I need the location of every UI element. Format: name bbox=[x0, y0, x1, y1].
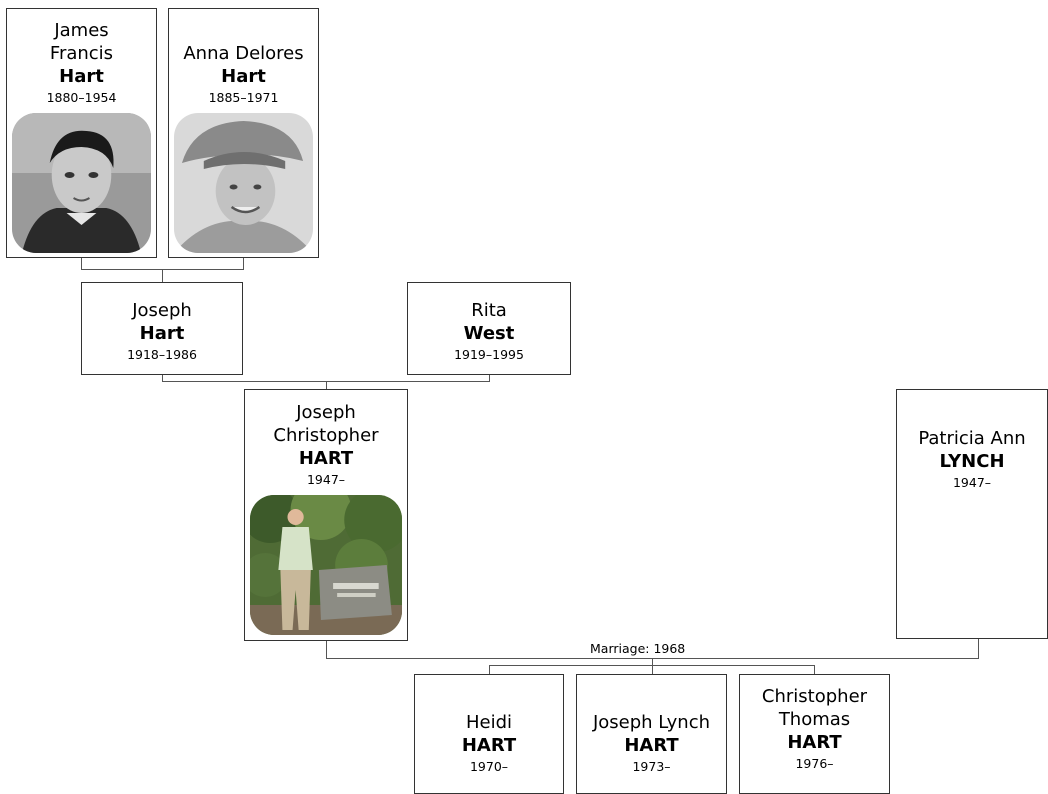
connector-line bbox=[326, 381, 327, 390]
life-years: 1970– bbox=[469, 759, 509, 774]
connector-line bbox=[489, 374, 490, 382]
portrait-photo bbox=[12, 113, 151, 253]
connector-line bbox=[162, 269, 163, 283]
life-years: 1947– bbox=[952, 475, 992, 490]
given-name: Joseph Christopher bbox=[273, 402, 379, 446]
surname: West bbox=[463, 323, 515, 344]
connector-line bbox=[652, 658, 653, 666]
given-name: Patricia Ann bbox=[918, 428, 1026, 449]
person-card-joseph-christopher-hart[interactable]: Joseph Christopher HART 1947– bbox=[244, 389, 408, 641]
given-name: Joseph bbox=[132, 300, 192, 321]
connector-line bbox=[814, 665, 815, 675]
person-card-joseph-hart[interactable]: Joseph Hart 1918–1986 bbox=[81, 282, 243, 375]
connector-line bbox=[489, 665, 490, 675]
surname: LYNCH bbox=[939, 451, 1005, 472]
given-name: Anna Delores bbox=[183, 43, 304, 64]
life-years: 1885–1971 bbox=[208, 90, 279, 105]
outdoor-photo bbox=[250, 495, 402, 635]
surname: Hart bbox=[221, 66, 266, 87]
connector-line bbox=[326, 640, 327, 659]
surname: HART bbox=[624, 735, 679, 756]
connector-line bbox=[81, 257, 82, 270]
life-years: 1880–1954 bbox=[46, 90, 117, 105]
surname: Hart bbox=[59, 66, 104, 87]
life-years: 1947– bbox=[306, 472, 346, 487]
portrait-photo bbox=[174, 113, 313, 253]
surname: HART bbox=[298, 448, 354, 469]
life-years: 1919–1995 bbox=[454, 347, 524, 362]
given-name: Heidi bbox=[465, 712, 513, 733]
given-name: James Francis bbox=[49, 20, 114, 64]
connector-line bbox=[162, 374, 163, 382]
person-card-joseph-lynch-hart[interactable]: Joseph Lynch HART 1973– bbox=[576, 674, 727, 794]
given-name: Christopher Thomas bbox=[761, 686, 868, 730]
person-card-anna-delores-hart[interactable]: Anna Delores Hart 1885–1971 bbox=[168, 8, 319, 258]
person-card-rita-west[interactable]: Rita West 1919–1995 bbox=[407, 282, 571, 375]
given-name: Rita bbox=[471, 300, 507, 321]
person-card-patricia-ann-lynch[interactable]: Patricia Ann LYNCH 1947– bbox=[896, 389, 1048, 639]
person-card-christopher-thomas-hart[interactable]: Christopher Thomas HART 1976– bbox=[739, 674, 890, 794]
given-name: Joseph Lynch bbox=[592, 712, 711, 733]
connector-line bbox=[652, 665, 653, 675]
connector-line bbox=[243, 257, 244, 270]
person-card-james-francis-hart[interactable]: James Francis Hart 1880–1954 bbox=[6, 8, 157, 258]
surname: HART bbox=[787, 732, 842, 753]
life-years: 1973– bbox=[632, 759, 671, 774]
surname: HART bbox=[461, 735, 517, 756]
life-years: 1976– bbox=[795, 756, 834, 771]
person-card-heidi-hart[interactable]: Heidi HART 1970– bbox=[414, 674, 564, 794]
connector-line bbox=[978, 638, 979, 659]
life-years: 1918–1986 bbox=[127, 347, 197, 362]
marriage-label: Marriage: 1968 bbox=[587, 642, 689, 656]
surname: Hart bbox=[139, 323, 185, 344]
